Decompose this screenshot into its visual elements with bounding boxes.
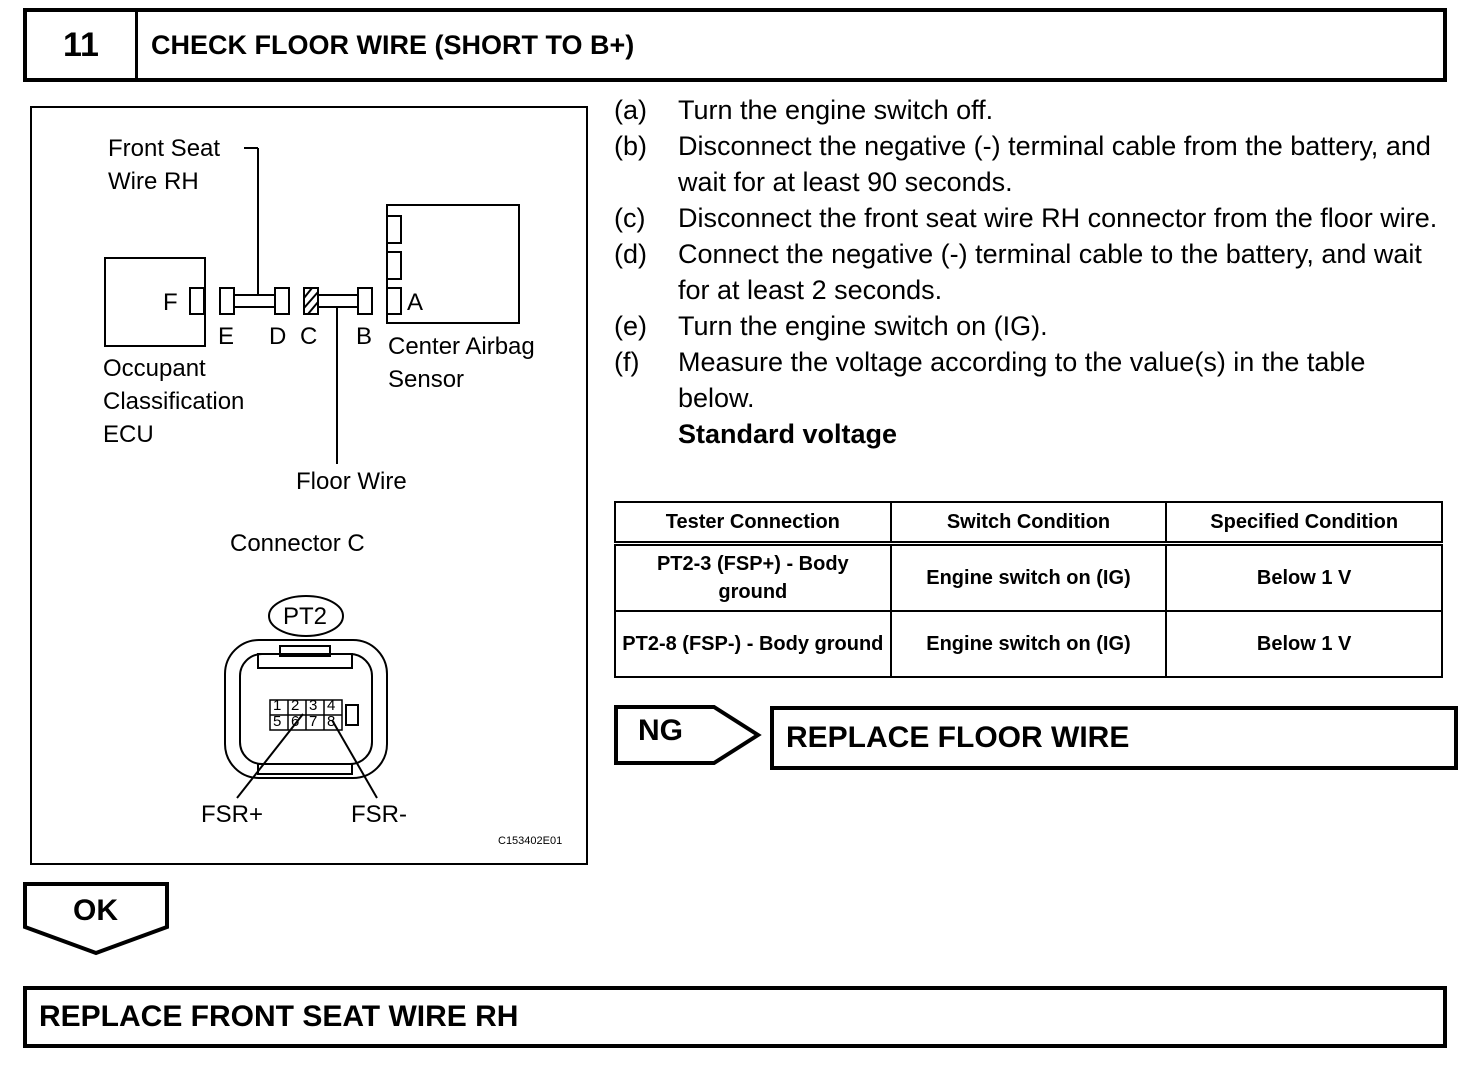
standard-voltage-label: Standard voltage — [678, 419, 898, 449]
front-seat-wire-label-2: Wire RH — [108, 168, 199, 195]
table-cell: Engine switch on (IG) — [889, 610, 1168, 678]
column-header: Specified Condition — [1165, 501, 1443, 546]
fsr-minus-label: FSR- — [351, 801, 407, 828]
step-title: CHECK FLOOR WIRE (SHORT TO B+) — [151, 29, 635, 60]
column-header: Tester Connection — [614, 501, 892, 546]
ok-arrow-icon — [23, 882, 169, 956]
airbag-sensor-label-1: Center Airbag — [388, 333, 535, 360]
step-key: (b) — [614, 131, 647, 161]
pin-1: 1 — [273, 697, 282, 714]
ecu-label-1: Occupant — [103, 355, 206, 382]
table-cell: Below 1 V — [1165, 542, 1443, 612]
step-text: Measure the voltage according to the val… — [678, 347, 1366, 413]
figure-id: C153402E01 — [498, 835, 563, 847]
wiring-diagram-drawing — [104, 147, 520, 799]
pin-3: 3 — [309, 697, 318, 714]
ecu-label-2: Classification — [103, 388, 245, 415]
procedure-step: (a) Turn the engine switch off. — [614, 92, 1444, 128]
floor-wire-label: Floor Wire — [296, 468, 407, 495]
terminal-d-label: D — [269, 323, 287, 350]
procedure-steps: (a) Turn the engine switch off. (b) Disc… — [614, 92, 1444, 452]
step-text: Turn the engine switch off. — [678, 95, 994, 125]
pin-7: 7 — [309, 713, 318, 730]
step-key: (c) — [614, 203, 646, 233]
step-header: 11 CHECK FLOOR WIRE (SHORT TO B+) — [23, 8, 1447, 82]
connector-code: PT2 — [283, 603, 328, 630]
airbag-sensor-label-2: Sensor — [388, 366, 465, 393]
ng-action-box: REPLACE FLOOR WIRE — [770, 706, 1458, 770]
column-header: Switch Condition — [889, 501, 1168, 546]
fsr-plus-label: FSR+ — [201, 801, 264, 828]
ok-label: OK — [73, 894, 118, 927]
step-text: Connect the negative (-) terminal cable … — [678, 239, 1422, 305]
table-cell: Engine switch on (IG) — [889, 542, 1168, 612]
pin-6: 6 — [291, 713, 300, 730]
pin-2: 2 — [291, 697, 300, 714]
table-row: PT2-8 (FSP-) - Body ground Engine switch… — [614, 610, 1443, 678]
terminal-a-label: A — [407, 289, 424, 316]
terminal-f-label: F — [163, 289, 178, 316]
front-seat-wire-label: Front Seat — [108, 135, 221, 162]
terminal-e-label: E — [218, 323, 235, 350]
procedure-step: (e) Turn the engine switch on (IG). — [614, 308, 1444, 344]
pin-8: 8 — [327, 713, 336, 730]
table-cell: PT2-8 (FSP-) - Body ground — [614, 610, 892, 678]
step-key: (d) — [614, 239, 647, 269]
terminal-c-label: C — [300, 323, 318, 350]
ng-label: NG — [638, 714, 683, 747]
ok-action-box: REPLACE FRONT SEAT WIRE RH — [23, 986, 1447, 1048]
step-text: Disconnect the negative (-) terminal cab… — [678, 131, 1431, 197]
step-key: (e) — [614, 311, 647, 341]
pin-5: 5 — [273, 713, 282, 730]
procedure-step: (b) Disconnect the negative (-) terminal… — [614, 128, 1444, 200]
connector-title: Connector C — [230, 530, 365, 557]
wiring-diagram-figure: Front Seat Wire RH F E D C B A Occupant … — [30, 106, 588, 865]
table-header-row: Tester Connection Switch Condition Speci… — [614, 501, 1443, 546]
pin-4: 4 — [327, 697, 336, 714]
table-row: PT2-3 (FSP+) - Body ground Engine switch… — [614, 542, 1443, 612]
procedure-step: (c) Disconnect the front seat wire RH co… — [614, 200, 1444, 236]
table-cell: PT2-3 (FSP+) - Body ground — [614, 542, 892, 612]
step-text: Turn the engine switch on (IG). — [678, 311, 1048, 341]
procedure-step: (f) Measure the voltage according to the… — [614, 344, 1444, 416]
ecu-label-3: ECU — [103, 421, 154, 448]
standard-voltage-table: Tester Connection Switch Condition Speci… — [614, 501, 1443, 678]
step-key: (f) — [614, 347, 640, 377]
terminal-b-label: B — [356, 323, 373, 350]
step-key: (a) — [614, 95, 647, 125]
ng-arrow-icon — [614, 705, 762, 765]
table-cell: Below 1 V — [1165, 610, 1443, 678]
step-text: Disconnect the front seat wire RH connec… — [678, 203, 1438, 233]
step-number: 11 — [27, 12, 138, 78]
procedure-step: (d) Connect the negative (-) terminal ca… — [614, 236, 1444, 308]
